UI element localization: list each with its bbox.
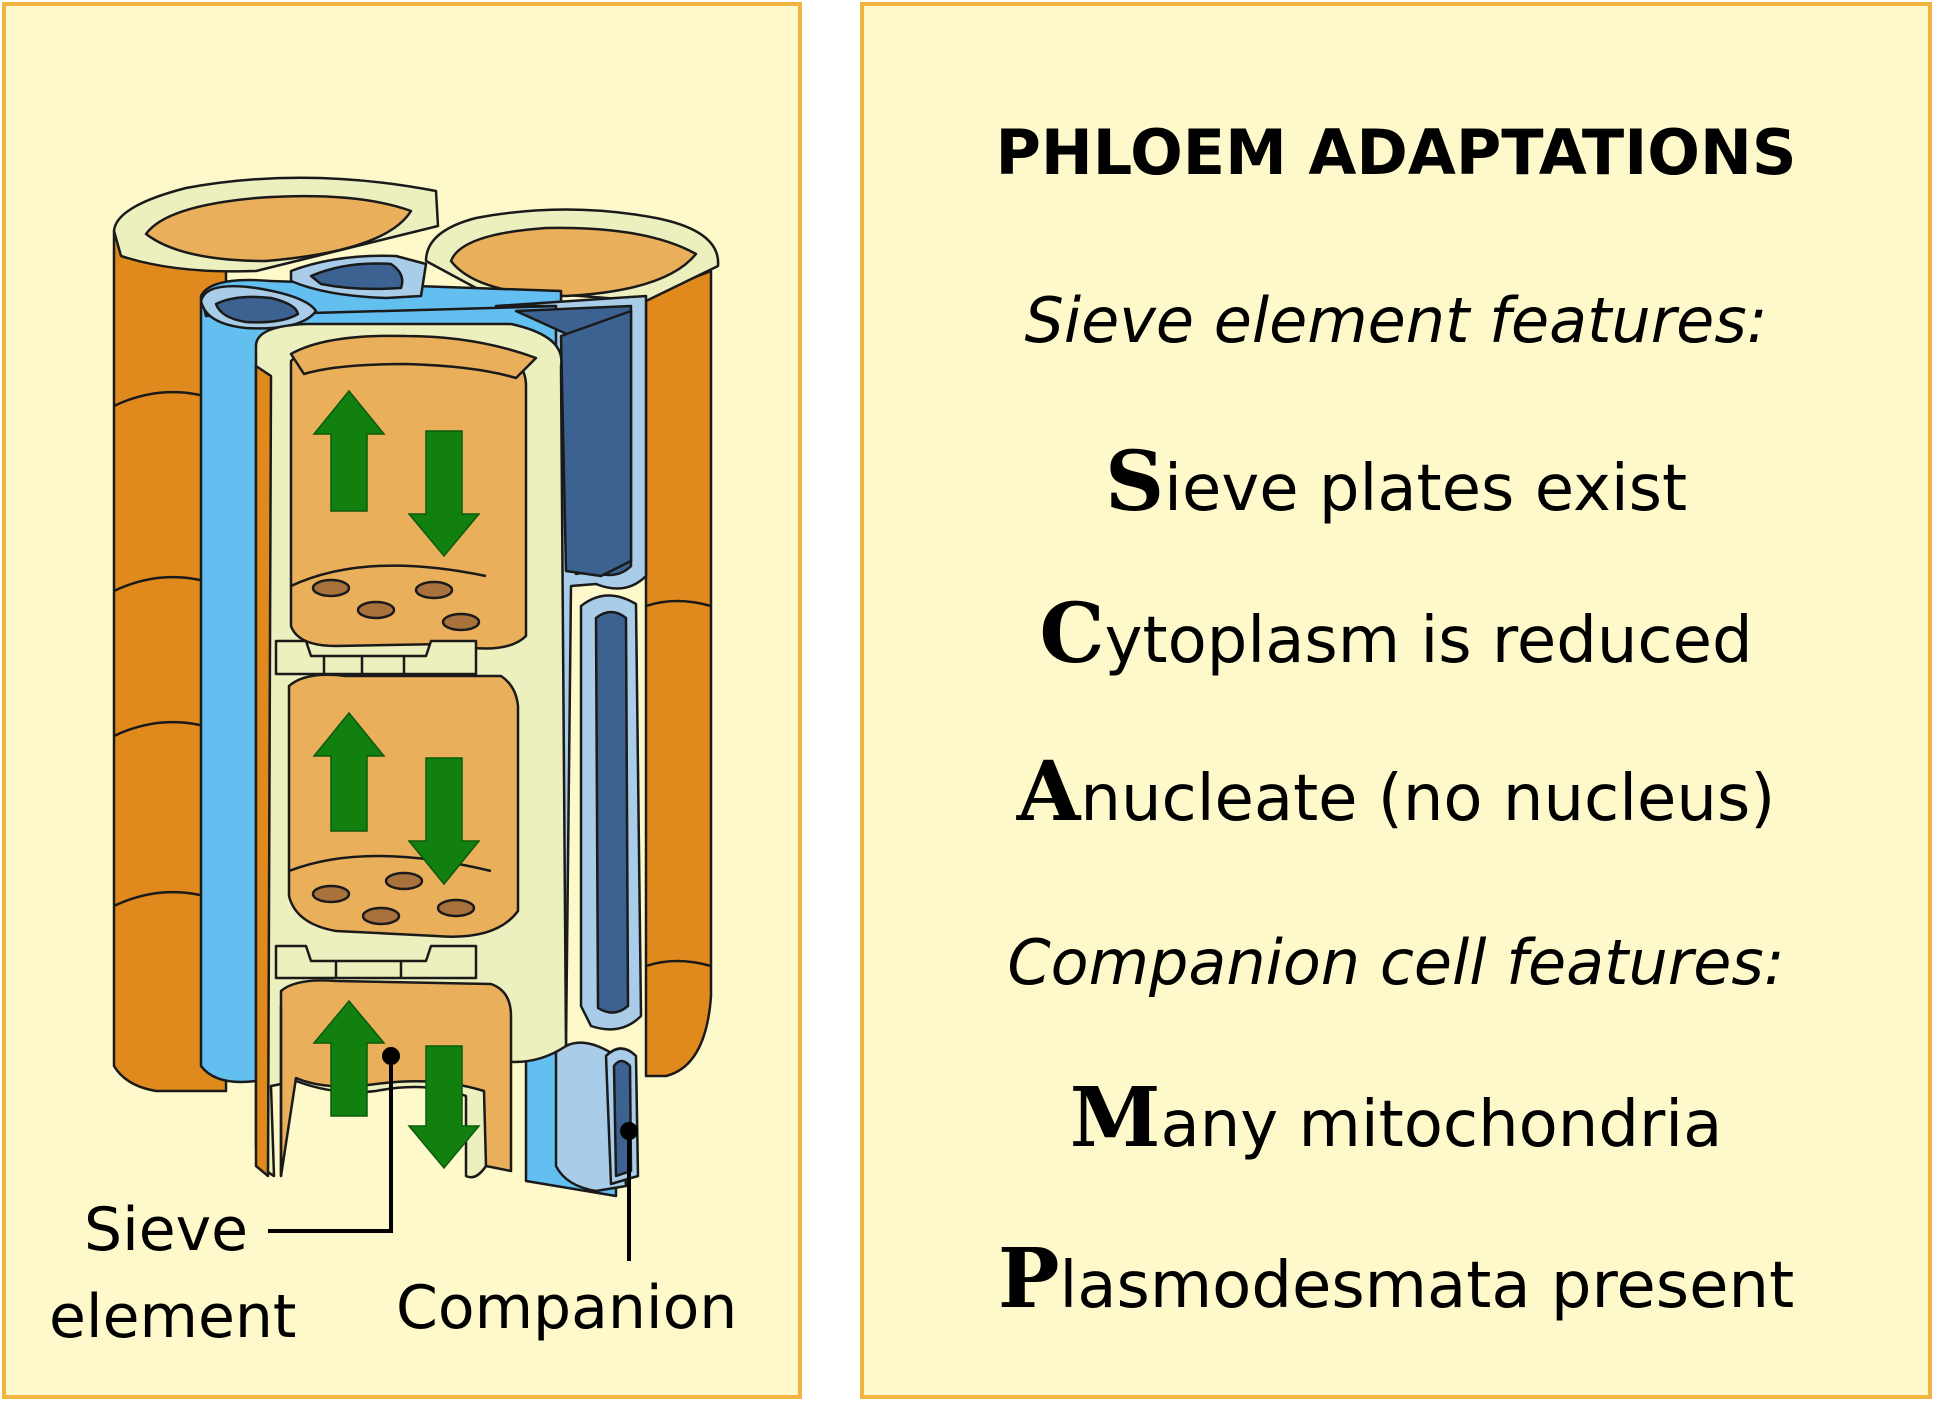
sieve-leader-dot xyxy=(382,1047,400,1065)
phloem-tissue-diagram xyxy=(112,176,720,1261)
arrow-up-2 xyxy=(312,711,386,832)
parenchyma-cell-left xyxy=(112,229,228,1093)
label-sieve-element-line1: Sieve xyxy=(84,1195,249,1265)
feature-initial: S xyxy=(1104,434,1165,530)
feature-text: ytoplasm is reduced xyxy=(1104,604,1753,678)
features-panel: PHLOEM ADAPTATIONS Sieve element feature… xyxy=(860,2,1932,1399)
sieve-leader-line xyxy=(268,1056,393,1233)
feature-text: any mitochondria xyxy=(1160,1088,1723,1162)
companion-features-heading: Companion cell features: xyxy=(1007,926,1785,999)
feature-text: lasmodesmata present xyxy=(1059,1249,1795,1323)
companion-leader-dot xyxy=(620,1122,638,1140)
feature-text: nucleate (no nucleus) xyxy=(1080,762,1776,836)
feature-text: ieve plates exist xyxy=(1164,452,1688,526)
feature-mitochondria: Many mitochondria xyxy=(864,1070,1928,1166)
feature-initial: A xyxy=(1016,744,1081,840)
parenchyma-cell-front xyxy=(254,364,273,1178)
feature-initial: M xyxy=(1069,1070,1161,1166)
feature-sieve-plates: Sieve plates exist xyxy=(864,434,1928,530)
diagram-panel: Sieve element Companion xyxy=(2,2,802,1399)
feature-initial: C xyxy=(1039,586,1105,682)
feature-plasmodesmata: Plasmodesmata present xyxy=(864,1231,1928,1327)
arrow-down-1 xyxy=(407,430,481,558)
feature-anucleate: Anucleate (no nucleus) xyxy=(864,744,1928,840)
panel-title: PHLOEM ADAPTATIONS xyxy=(995,116,1797,189)
parenchyma-cell-top-left xyxy=(112,176,440,273)
label-sieve-element-line2: element xyxy=(49,1282,297,1352)
arrow-down-3 xyxy=(407,1045,481,1170)
sieve-tube-element xyxy=(254,322,568,1179)
sieve-features-heading: Sieve element features: xyxy=(1024,284,1768,357)
parenchyma-cell-right xyxy=(424,208,720,1078)
arrow-down-2 xyxy=(407,757,481,886)
arrow-up-1 xyxy=(312,389,386,512)
flow-arrows xyxy=(312,389,481,1170)
arrow-up-3 xyxy=(312,999,386,1117)
feature-initial: P xyxy=(997,1231,1060,1327)
feature-cytoplasm: Cytoplasm is reduced xyxy=(864,586,1928,682)
label-companion: Companion xyxy=(396,1273,738,1343)
